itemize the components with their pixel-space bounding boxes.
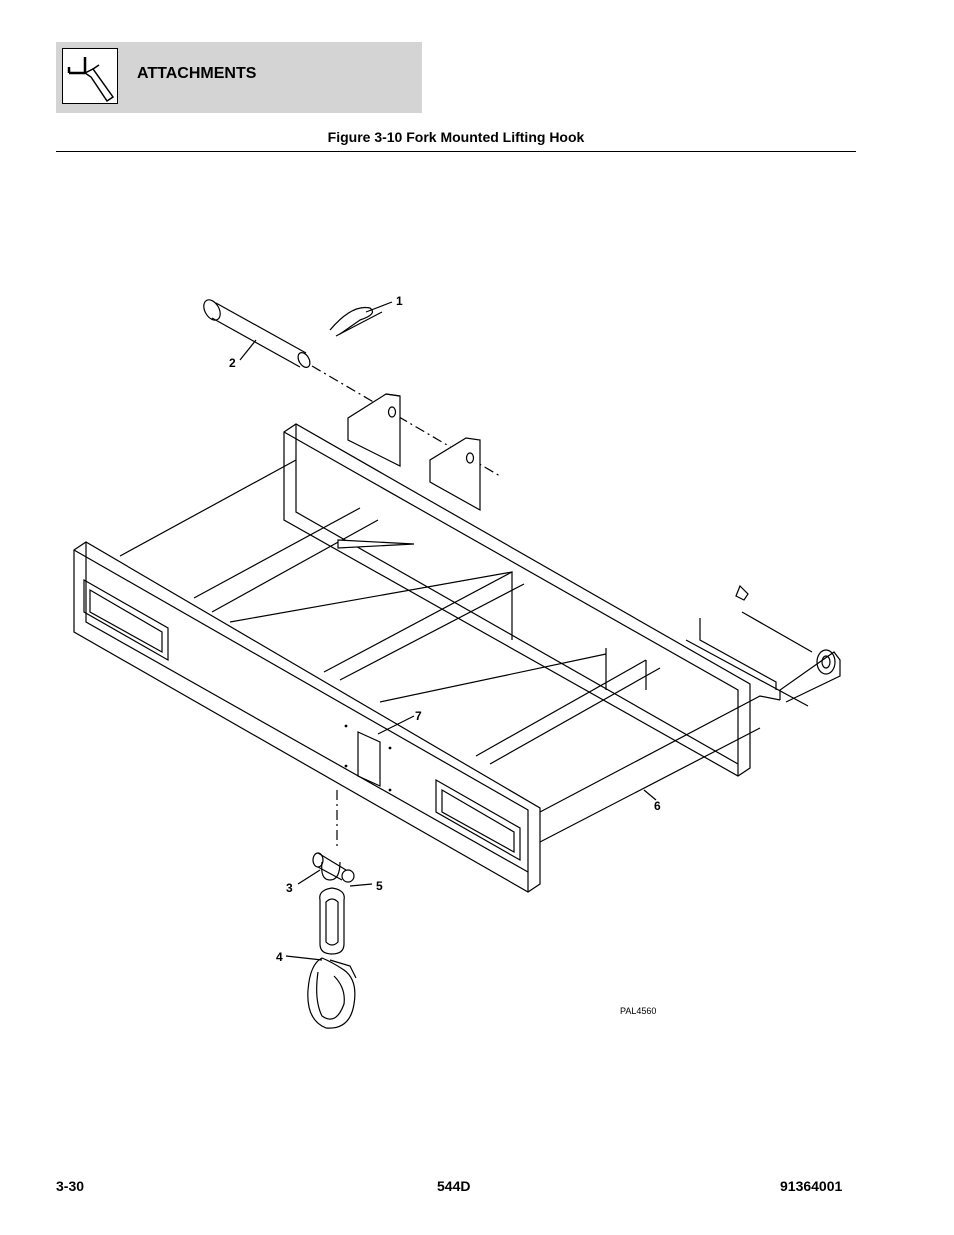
callout-7: 7: [415, 709, 422, 723]
document-number: 91364001: [780, 1178, 843, 1194]
attachments-icon: [62, 48, 118, 104]
callout-2: 2: [229, 356, 236, 370]
callout-5: 5: [376, 879, 383, 893]
section-title: ATTACHMENTS: [137, 65, 257, 82]
callout-3: 3: [286, 881, 293, 895]
callout-4: 4: [276, 950, 283, 964]
callout-6: 6: [654, 799, 661, 813]
header-divider: [56, 151, 856, 152]
drawing-id: PAL4560: [620, 1006, 656, 1016]
model-number: 544D: [437, 1178, 471, 1194]
page-number: 3-30: [56, 1178, 85, 1194]
callout-1: 1: [396, 294, 403, 308]
figure-title: Figure 3-10 Fork Mounted Lifting Hook: [327, 129, 585, 145]
